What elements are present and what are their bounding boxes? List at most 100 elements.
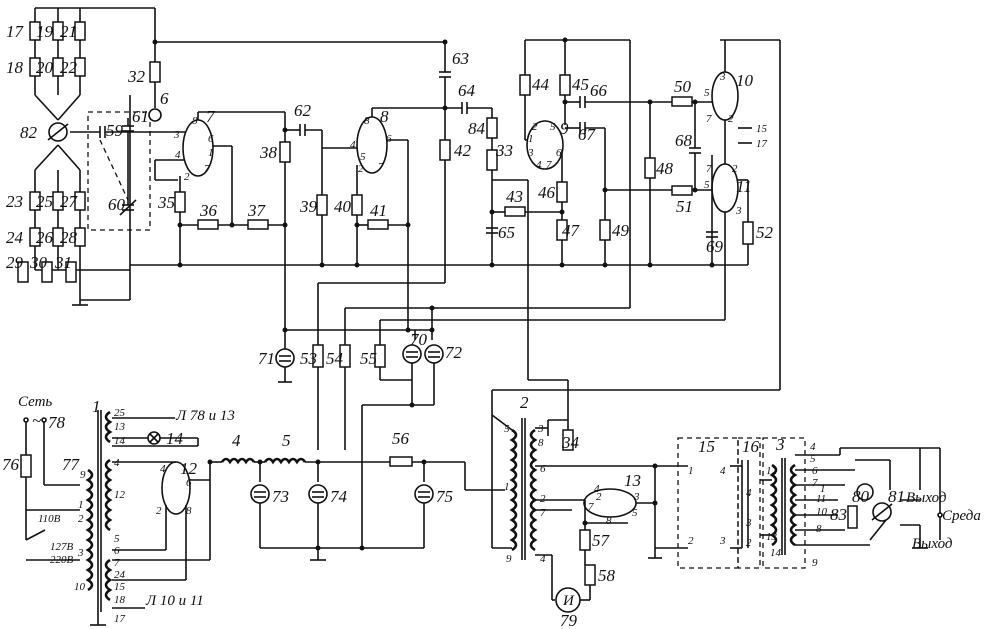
pin-13-3: 3 xyxy=(633,491,640,503)
pin-b16-2: 2 xyxy=(746,537,752,549)
label-39: 39 xyxy=(299,197,318,216)
label-22: 22 xyxy=(60,58,78,77)
resistor-83 xyxy=(847,505,858,529)
label-block-15: 15 xyxy=(698,437,715,456)
pin-7-1: 1 xyxy=(208,147,214,159)
pin-tr1-10: 10 xyxy=(74,581,86,593)
junction-dots xyxy=(152,37,715,551)
label-10: 10 xyxy=(736,71,754,90)
pin-tr2-3: 3 xyxy=(537,423,544,435)
resistor-32 xyxy=(149,61,161,83)
pin-7-8: 8 xyxy=(192,115,198,127)
resistor-48 xyxy=(644,157,656,179)
resistor-42 xyxy=(439,139,451,161)
pin-tr3-11: 11 xyxy=(816,493,826,505)
pin-8-8: 8 xyxy=(364,115,370,127)
label-56: 56 xyxy=(392,429,410,448)
resistor-84 xyxy=(486,117,498,139)
label-74: 74 xyxy=(330,487,348,506)
resistor-46 xyxy=(556,181,568,203)
label-53: 53 xyxy=(300,349,317,368)
resistor-57 xyxy=(579,529,591,551)
resistor-27 xyxy=(74,191,86,211)
label-48: 48 xyxy=(656,159,674,178)
label-output-top: Выход xyxy=(906,490,947,506)
label-52: 52 xyxy=(756,223,774,242)
label-26: 26 xyxy=(36,228,54,247)
label-78: 78 xyxy=(48,413,66,432)
label-49: 49 xyxy=(612,221,630,240)
pin-tr2-5: 5 xyxy=(504,423,510,435)
label-47: 47 xyxy=(562,221,581,240)
pin-12-8: 8 xyxy=(186,505,192,517)
resistor-34 xyxy=(562,429,574,451)
label-17: 17 xyxy=(6,22,25,41)
pin-tr1-3: 3 xyxy=(77,547,84,559)
label-45: 45 xyxy=(572,75,589,94)
capacitor-75 xyxy=(414,484,434,504)
label-46: 46 xyxy=(538,183,556,202)
pin-tr1-7: 7 xyxy=(114,557,120,569)
fuse-76 xyxy=(20,454,32,478)
pin-12-4: 4 xyxy=(160,463,166,475)
label-64: 64 xyxy=(458,81,476,100)
pin-9-1: 1 xyxy=(528,133,534,145)
stage-tube-8: 39 8 8 6 4 5 2 7 40 41 63 42 64 xyxy=(299,42,492,330)
resistor-28 xyxy=(74,227,86,247)
resistor-52 xyxy=(742,221,754,245)
label-76: 76 xyxy=(2,455,20,474)
resistor-41 xyxy=(367,219,389,230)
resistor-17 xyxy=(29,21,41,41)
label-lamp-top: Л 78 и 13 xyxy=(175,408,235,424)
meter-symbol: И xyxy=(562,593,575,609)
label-18: 18 xyxy=(6,58,24,77)
node-15: 15 xyxy=(756,123,768,135)
pin-tr1-13: 13 xyxy=(114,421,126,433)
pin-tr3-12: 12 xyxy=(766,465,778,477)
pin-tr1-5: 5 xyxy=(114,533,120,545)
label-29: 29 xyxy=(6,253,24,272)
stage-tubes-10-11: 50 51 68 10 3 5 7 2 11 7 2 5 3 15 17 69 xyxy=(671,39,781,390)
label-27: 27 xyxy=(60,192,79,211)
label-35: 35 xyxy=(157,193,175,212)
label-71: 71 xyxy=(258,349,275,368)
stage-tube-7: 32 6 7 3 8 6 4 1 2 7 35 36 37 38 xyxy=(127,8,445,330)
block-16 xyxy=(737,437,761,569)
pin-tr3-6: 6 xyxy=(812,465,818,477)
pin-tr1-14: 14 xyxy=(114,435,126,447)
pin-10-7: 7 xyxy=(706,113,712,125)
pin-tr1-1: 1 xyxy=(78,499,84,511)
pin-10-2: 2 xyxy=(728,113,734,125)
resistor-24 xyxy=(29,227,41,247)
pin-9-2: 2 xyxy=(532,121,538,133)
pin-tr1-24: 24 xyxy=(114,569,126,581)
pin-10-5: 5 xyxy=(704,87,710,99)
pin-10-3: 3 xyxy=(719,71,726,83)
capacitor-72 xyxy=(424,344,444,364)
pin-b15-3: 3 xyxy=(719,535,726,547)
tube-9 xyxy=(526,120,564,170)
label-80: 80 xyxy=(852,487,870,506)
pin-tr1-12: 12 xyxy=(114,489,126,501)
block-15 xyxy=(677,437,739,569)
label-24: 24 xyxy=(6,228,24,247)
label-57: 57 xyxy=(592,531,611,550)
resistor-25 xyxy=(52,191,64,211)
label-34: 34 xyxy=(561,433,580,452)
pin-7-7: 7 xyxy=(204,163,210,175)
label-25: 25 xyxy=(36,192,53,211)
pin-11-5: 5 xyxy=(704,179,710,191)
resistor-38 xyxy=(279,141,291,163)
pin-tr1-9: 9 xyxy=(80,469,86,481)
output-transformer-2: 2 5 1 9 3 8 6 2 7 4 34 И 79 xyxy=(491,393,655,629)
pin-8-7: 7 xyxy=(378,161,384,173)
pin-7-3: 3 xyxy=(173,129,180,141)
pin-11-2: 2 xyxy=(732,163,738,175)
label-77: 77 xyxy=(62,455,81,474)
mains-symbol: ~ xyxy=(32,411,41,430)
label-66: 66 xyxy=(590,81,608,100)
pin-tr2-1: 1 xyxy=(504,481,510,493)
tap-110: 110В xyxy=(38,513,61,525)
label-4: 4 xyxy=(232,431,241,450)
resistor-44 xyxy=(519,74,531,96)
